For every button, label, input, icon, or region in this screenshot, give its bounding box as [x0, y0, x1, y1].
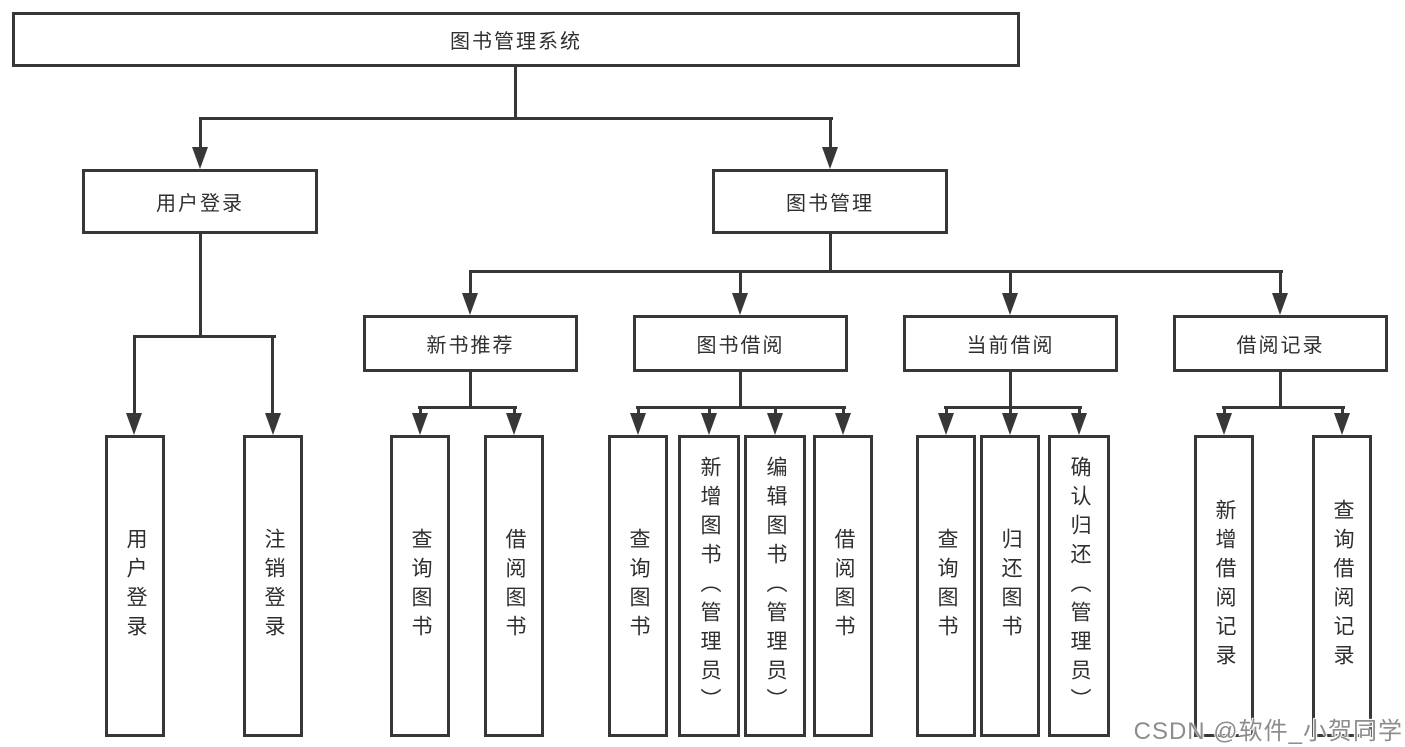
leaf-add-books-admin: 新增图书（管理员） [678, 435, 740, 737]
connector-line [1223, 406, 1226, 415]
leaf-user-login: 用户登录 [105, 435, 165, 737]
connector-line [133, 335, 136, 415]
arrowhead-down-icon [1002, 413, 1018, 435]
leaf-recommend-borrow-books: 借阅图书 [484, 435, 544, 737]
node-label: 图书借阅 [696, 335, 785, 357]
leaf-label: 查询图书 [935, 528, 958, 644]
arrowhead-down-icon [126, 413, 142, 435]
connector-line [469, 372, 472, 409]
arrowhead-down-icon [822, 147, 838, 169]
connector-line [271, 335, 274, 415]
arrowhead-down-icon [1216, 413, 1232, 435]
arrowhead-down-icon [1002, 293, 1018, 315]
leaf-return-books: 归还图书 [980, 435, 1040, 737]
arrowhead-down-icon [938, 413, 954, 435]
connector-line [708, 406, 711, 415]
node-new-book-recommend: 新书推荐 [363, 315, 578, 372]
connector-line [1009, 372, 1012, 409]
leaf-add-borrow-record: 新增借阅记录 [1194, 435, 1254, 737]
connector-line [774, 406, 777, 415]
leaf-label: 新增图书（管理员） [698, 455, 721, 717]
arrowhead-down-icon [701, 413, 717, 435]
leaf-label: 借阅图书 [503, 528, 526, 644]
arrowhead-down-icon [506, 413, 522, 435]
connector-line [419, 406, 422, 415]
node-label: 借阅记录 [1236, 335, 1325, 357]
connector-line [842, 406, 845, 415]
leaf-query-borrow-record: 查询借阅记录 [1312, 435, 1372, 737]
leaf-label: 用户登录 [124, 528, 147, 644]
leaf-label: 注销登录 [262, 528, 285, 644]
leaf-logout: 注销登录 [243, 435, 303, 737]
connector-line [199, 234, 202, 337]
leaf-label: 确认归还（管理员） [1068, 455, 1091, 717]
leaf-borrow-query-books: 查询图书 [608, 435, 668, 737]
arrowhead-down-icon [767, 413, 783, 435]
arrowhead-down-icon [192, 147, 208, 169]
node-user-login: 用户登录 [82, 169, 318, 234]
connector-line [1078, 406, 1081, 415]
node-current-borrowing: 当前借阅 [903, 315, 1118, 372]
connector-line [513, 406, 516, 415]
node-label: 新书推荐 [426, 335, 515, 357]
arrowhead-down-icon [265, 413, 281, 435]
arrowhead-down-icon [630, 413, 646, 435]
arrowhead-down-icon [835, 413, 851, 435]
node-label: 图书管理系统 [450, 31, 582, 53]
connector-line [1341, 406, 1344, 415]
connector-line [829, 117, 832, 149]
connector-line [1009, 270, 1012, 295]
connector-line [1222, 406, 1345, 409]
leaf-label: 新增借阅记录 [1213, 499, 1236, 673]
arrowhead-down-icon [462, 293, 478, 315]
leaf-current-query-books: 查询图书 [916, 435, 976, 737]
leaf-borrow-books: 借阅图书 [813, 435, 873, 737]
connector-line [469, 270, 472, 295]
node-label: 图书管理 [786, 193, 874, 215]
node-book-borrowing: 图书借阅 [633, 315, 848, 372]
connector-line [636, 406, 846, 409]
leaf-label: 查询借阅记录 [1331, 499, 1354, 673]
connector-line [1279, 372, 1282, 409]
connector-line [199, 117, 833, 120]
connector-line [944, 406, 1082, 409]
leaf-recommend-query-books: 查询图书 [390, 435, 450, 737]
connector-line [418, 406, 517, 409]
arrowhead-down-icon [1272, 293, 1288, 315]
connector-line [739, 270, 742, 295]
connector-line [1279, 270, 1282, 295]
leaf-label: 编辑图书（管理员） [764, 455, 787, 717]
connector-line [1009, 406, 1012, 415]
leaf-label: 查询图书 [627, 528, 650, 644]
connector-line [514, 67, 517, 120]
leaf-edit-books-admin: 编辑图书（管理员） [744, 435, 806, 737]
arrowhead-down-icon [1334, 413, 1350, 435]
node-root-book-management-system: 图书管理系统 [12, 12, 1020, 67]
arrowhead-down-icon [732, 293, 748, 315]
arrowhead-down-icon [1071, 413, 1087, 435]
leaf-label: 查询图书 [409, 528, 432, 644]
arrowhead-down-icon [412, 413, 428, 435]
connector-line [739, 372, 742, 409]
leaf-label: 归还图书 [999, 528, 1022, 644]
node-label: 用户登录 [156, 193, 244, 215]
node-label: 当前借阅 [966, 335, 1055, 357]
connector-line [133, 335, 276, 338]
csdn-watermark: CSDN @软件_小贺同学 [1133, 718, 1403, 745]
leaf-confirm-return-admin: 确认归还（管理员） [1048, 435, 1110, 737]
connector-line [469, 270, 1283, 273]
node-borrowing-records: 借阅记录 [1173, 315, 1388, 372]
connector-line [829, 234, 832, 273]
connector-line [945, 406, 948, 415]
leaf-label: 借阅图书 [832, 528, 855, 644]
connector-line [199, 117, 202, 149]
connector-line [637, 406, 640, 415]
node-book-management: 图书管理 [712, 169, 948, 234]
